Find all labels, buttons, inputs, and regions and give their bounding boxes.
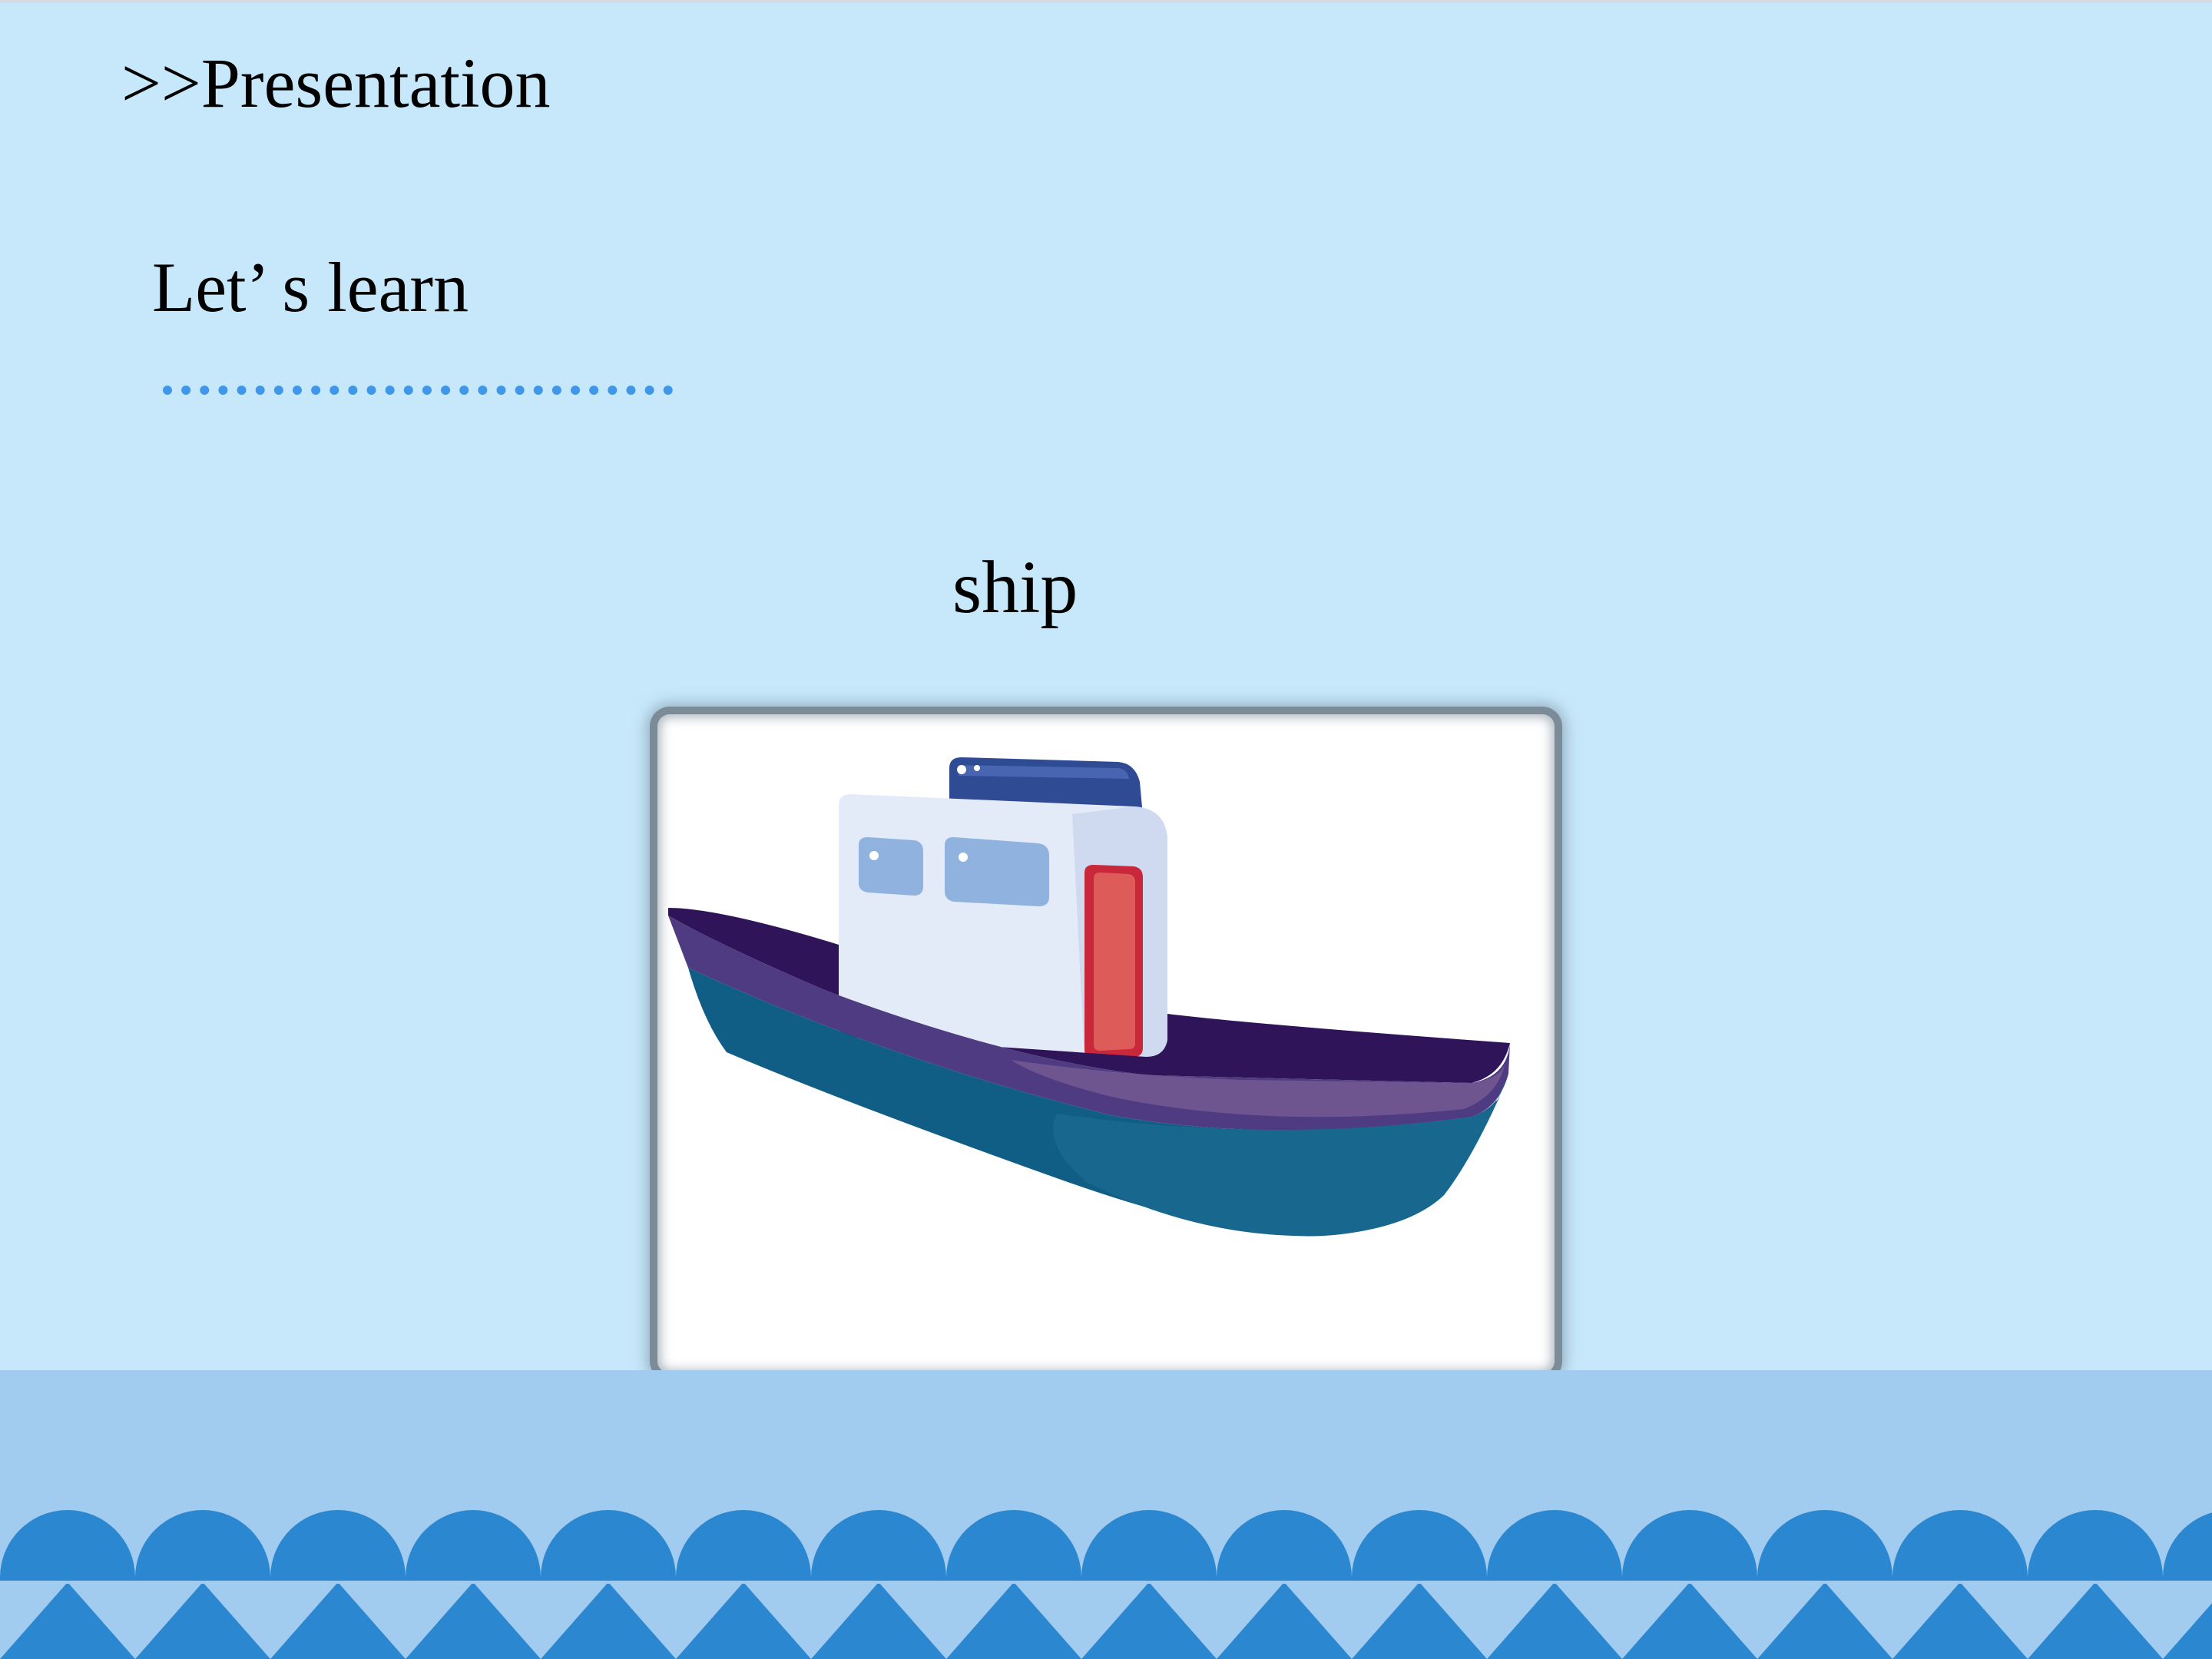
ship-icon: [668, 757, 1510, 1237]
dotted-divider: [163, 386, 673, 395]
vocabulary-word: ship: [952, 546, 1078, 629]
top-border: [0, 0, 2212, 3]
section-title: >>Presentation: [121, 44, 551, 122]
lesson-subtitle: Let’ s learn: [152, 248, 469, 326]
waves-icon: [0, 1482, 2212, 1659]
ship-picture-frame: [657, 714, 1555, 1373]
